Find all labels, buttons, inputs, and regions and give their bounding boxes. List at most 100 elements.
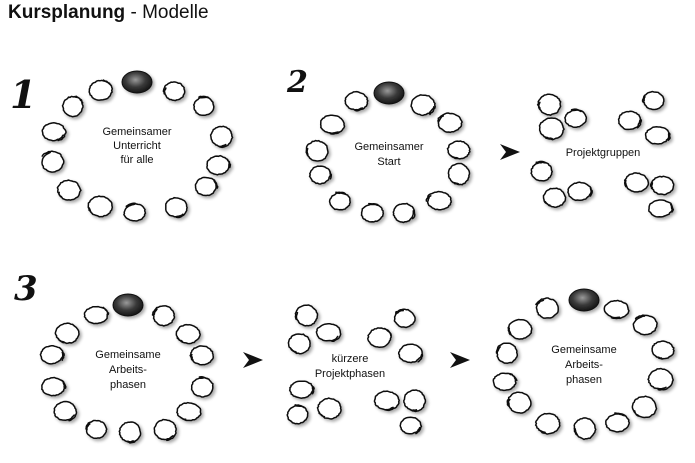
hand-drawn-circle-icon (56, 179, 82, 201)
model-3-middle-label-line-1: kürzere (332, 353, 369, 365)
hand-drawn-circle-icon (54, 322, 80, 345)
model-2-common-start-group (305, 81, 471, 224)
model-3-left-label-line-3: phasen (110, 379, 146, 391)
hand-drawn-circle-icon (649, 175, 675, 196)
hand-drawn-circle-icon (209, 125, 234, 149)
model-1-label-line-1: Gemeinsamer (102, 126, 171, 138)
hand-drawn-circle-icon (288, 380, 315, 399)
hand-drawn-circle-icon (567, 181, 593, 202)
hand-drawn-circle-icon (123, 202, 147, 222)
hand-drawn-circle-icon (644, 126, 671, 145)
hand-drawn-circle-icon (373, 390, 401, 412)
hand-drawn-circle-icon (495, 342, 519, 364)
hand-drawn-circle-icon (315, 323, 342, 343)
hand-drawn-circle-icon (194, 176, 219, 197)
hand-drawn-circle-icon (206, 154, 232, 176)
hand-drawn-circle-icon (536, 93, 562, 117)
hand-drawn-circle-icon (87, 195, 114, 218)
hand-drawn-circle-icon (651, 340, 675, 360)
model-2-label-line-1: Gemeinsamer (354, 141, 423, 153)
hand-drawn-circle-icon (88, 79, 114, 101)
hand-drawn-circle-icon (506, 391, 532, 414)
hand-drawn-circle-icon (53, 400, 78, 422)
hand-drawn-circle-icon (367, 327, 392, 349)
hand-drawn-circle-icon (632, 314, 658, 336)
dark-sphere-icon (373, 81, 405, 105)
hand-drawn-circle-icon (605, 412, 631, 433)
arrowhead-right-icon (243, 352, 263, 368)
hand-drawn-circle-icon (538, 117, 565, 141)
hand-drawn-circle-icon (176, 401, 202, 422)
hand-drawn-circle-icon (192, 95, 215, 117)
model-2-project-groups (530, 90, 675, 218)
hand-drawn-circle-icon (41, 122, 67, 142)
hand-drawn-circle-icon (573, 417, 597, 441)
dark-sphere-icon (112, 293, 144, 317)
hand-drawn-circle-icon (603, 299, 630, 320)
hand-drawn-circle-icon (360, 202, 385, 223)
hand-drawn-circle-icon (151, 305, 176, 327)
hand-drawn-circle-icon (492, 372, 518, 392)
title-separator: - (125, 2, 143, 23)
hand-drawn-circle-icon (530, 160, 554, 182)
model-number-3: 3 (14, 269, 38, 309)
hand-drawn-circle-icon (305, 139, 329, 162)
model-3-common-phase-group-left (39, 293, 215, 444)
model-3-middle-label-line-2: Projektphasen (315, 368, 385, 380)
hand-drawn-circle-icon (41, 376, 67, 397)
hand-drawn-circle-icon (308, 165, 333, 185)
hand-drawn-circle-icon (410, 94, 436, 117)
hand-drawn-circle-icon (446, 140, 471, 160)
hand-drawn-circle-icon (403, 389, 427, 413)
hand-drawn-circle-icon (153, 418, 177, 442)
hand-drawn-circle-icon (534, 412, 561, 435)
hand-drawn-circle-icon (287, 333, 311, 355)
hand-drawn-circle-icon (392, 202, 416, 224)
model-3-right-label-line-2: Arbeits- (565, 359, 603, 371)
model-3-left-label-line-1: Gemeinsame (95, 349, 160, 361)
title-sub: Modelle (142, 2, 209, 23)
hand-drawn-circle-icon (162, 81, 186, 102)
hand-drawn-circle-icon (648, 199, 675, 218)
hand-drawn-circle-icon (564, 108, 588, 129)
hand-drawn-circle-icon (190, 376, 214, 398)
model-2-label-line-2: Start (377, 156, 400, 168)
hand-drawn-circle-icon (344, 90, 369, 112)
arrowhead-right-icon (450, 352, 470, 368)
hand-drawn-circle-icon (542, 187, 567, 208)
model-3-right-label-line-1: Gemeinsame (551, 344, 616, 356)
dark-sphere-icon (568, 288, 600, 312)
hand-drawn-circle-icon (83, 305, 110, 325)
model-3-common-phase-group-right (492, 288, 675, 441)
hand-drawn-circle-icon (118, 421, 142, 444)
hand-drawn-circle-icon (399, 416, 423, 435)
hand-drawn-circle-icon (286, 404, 309, 425)
hand-drawn-circle-icon (61, 95, 84, 118)
model-3-right-label-line-3: phasen (566, 374, 602, 386)
model-1-common-class-group (41, 70, 234, 222)
page-title: Kursplanung - Modelle (8, 2, 209, 24)
hand-drawn-circle-icon (39, 344, 65, 365)
hand-drawn-circle-icon (41, 150, 65, 173)
arrowhead-right-icon (500, 144, 520, 160)
model-2-projektgruppen-label: Projektgruppen (566, 147, 641, 159)
hand-drawn-circle-icon (189, 345, 215, 366)
hand-drawn-circle-icon (535, 297, 559, 319)
hand-drawn-circle-icon (507, 318, 533, 340)
model-1-label-line-3: für alle (120, 154, 153, 166)
hand-drawn-circle-icon (641, 90, 665, 111)
hand-drawn-circle-icon (447, 162, 471, 186)
model-3-left-label-line-2: Arbeits- (109, 364, 147, 376)
model-number-2: 2 (286, 65, 308, 100)
hand-drawn-circle-icon (647, 367, 675, 391)
hand-drawn-circle-icon (617, 110, 643, 131)
hand-drawn-circle-icon (437, 112, 463, 134)
title-main: Kursplanung (8, 2, 126, 23)
hand-drawn-circle-icon (397, 343, 424, 364)
hand-drawn-circle-icon (316, 397, 342, 420)
hand-drawn-circle-icon (319, 114, 346, 135)
hand-drawn-circle-icon (328, 191, 351, 211)
hand-drawn-circle-icon (165, 196, 188, 219)
model-3-short-project-groups (286, 304, 427, 435)
